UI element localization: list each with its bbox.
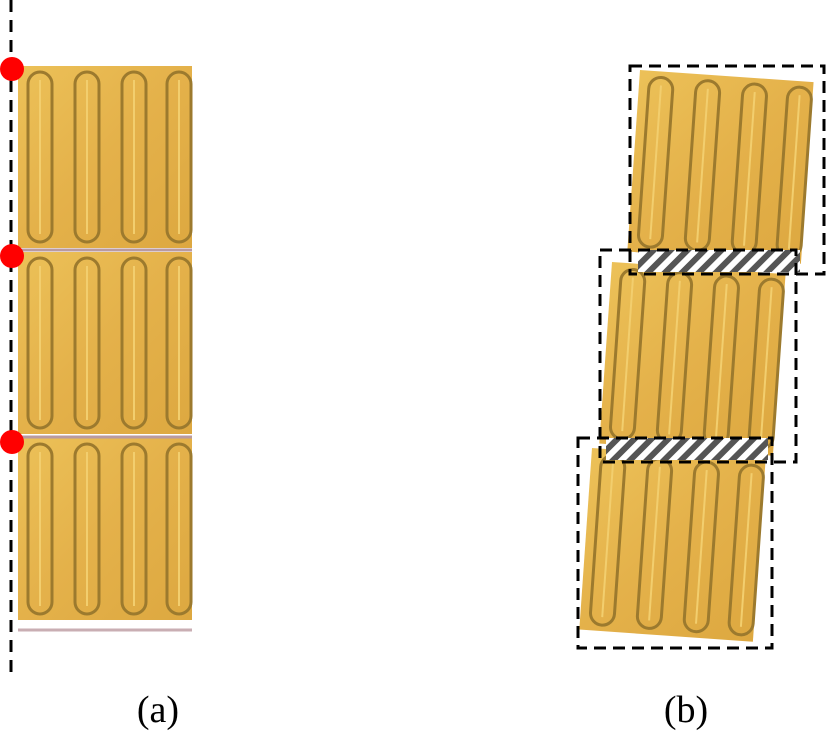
panel-b-tile-1	[625, 68, 816, 266]
alignment-marker-1	[0, 57, 24, 81]
alignment-marker-3	[0, 430, 24, 454]
panel-b-tile-3	[577, 446, 768, 644]
bounding-box-2	[598, 248, 798, 464]
panel-a: (a)	[0, 0, 194, 731]
alignment-marker-2	[0, 244, 24, 268]
panel-a-caption: (a)	[137, 689, 179, 731]
gap-hatch-1	[638, 250, 800, 272]
panel-b: (b)	[576, 64, 826, 731]
gap-hatch-2	[606, 438, 768, 460]
panel-b-tile-2	[597, 260, 788, 458]
panel-a-tile-1	[16, 64, 194, 250]
panel-a-tiles	[16, 64, 194, 632]
panel-a-tile-2	[16, 250, 194, 436]
bounding-box-3	[576, 436, 774, 650]
bounding-box-1	[628, 64, 826, 276]
panel-b-caption: (b)	[664, 689, 708, 731]
panel-a-tile-3	[16, 436, 194, 622]
